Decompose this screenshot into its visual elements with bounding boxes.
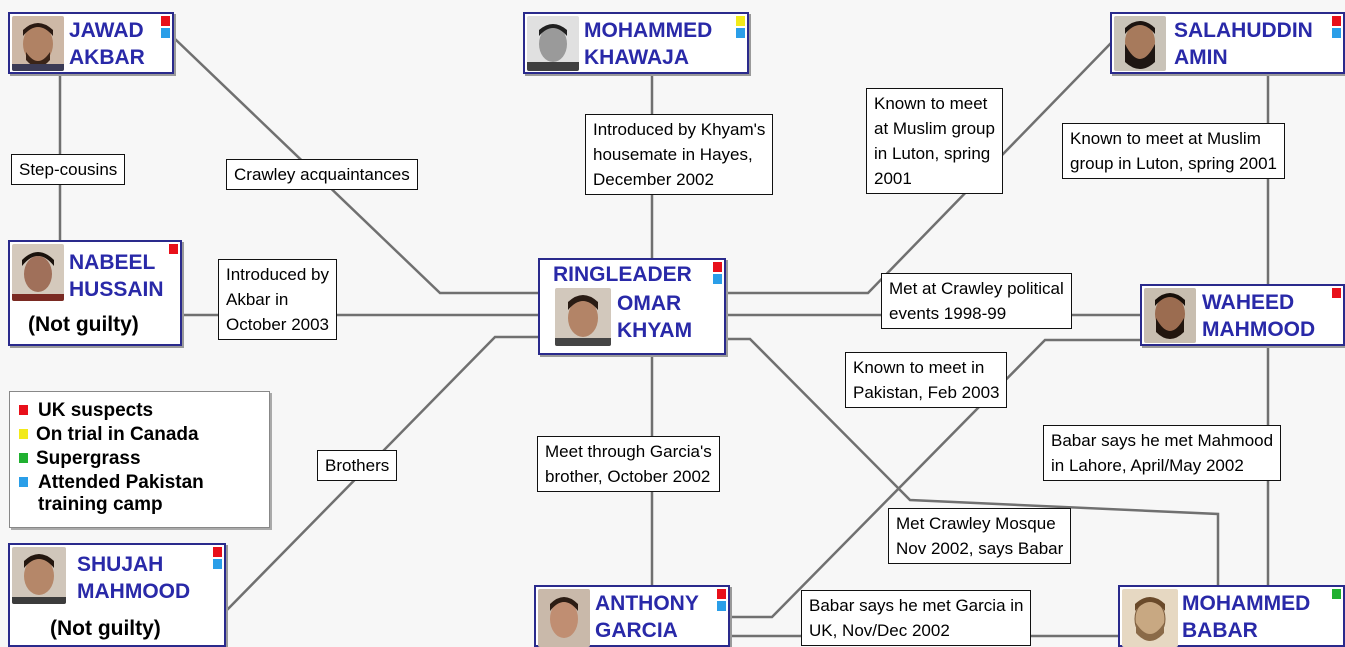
name-line1: MOHAMMED bbox=[1182, 592, 1311, 615]
link-akbar-introduced: Introduced by Akbar in October 2003 bbox=[218, 259, 338, 340]
link-crawley-acquaintances: Crawley acquaintances bbox=[226, 159, 418, 190]
person-waheed-mahmood[interactable]: WAHEED MAHMOOD bbox=[1140, 284, 1345, 346]
training-camp-marker bbox=[736, 28, 745, 38]
uk-suspect-marker bbox=[161, 16, 170, 26]
link-luton-amin-waheed: Known to meet at Muslim group in Luton, … bbox=[1062, 123, 1285, 179]
legend-uk-marker bbox=[19, 405, 28, 415]
photo-jawad-akbar bbox=[12, 16, 64, 71]
training-camp-marker bbox=[717, 601, 726, 611]
person-omar-khyam[interactable]: RINGLEADER OMAR KHYAM bbox=[538, 258, 726, 355]
link-crawley-political: Met at Crawley political events 1998-99 bbox=[881, 273, 1072, 329]
name-line2: AMIN bbox=[1174, 46, 1228, 69]
legend-supergrass-marker bbox=[19, 453, 28, 463]
photo-anthony-garcia bbox=[538, 589, 590, 647]
training-camp-marker bbox=[213, 559, 222, 569]
name-line1: SALAHUDDIN bbox=[1174, 19, 1313, 42]
photo-mohammed-babar bbox=[1122, 589, 1178, 647]
link-step-cousins: Step-cousins bbox=[11, 154, 126, 185]
name-line2: MAHMOOD bbox=[77, 580, 191, 603]
uk-suspect-marker bbox=[169, 244, 178, 254]
legend-training-marker bbox=[19, 477, 28, 487]
person-nabeel-hussain[interactable]: NABEEL HUSSAIN (Not guilty) bbox=[8, 240, 182, 346]
name-line1: MOHAMMED bbox=[584, 19, 713, 42]
name-line1: NABEEL bbox=[69, 251, 156, 274]
link-crawley-mosque: Met Crawley Mosque Nov 2002, says Babar bbox=[888, 508, 1072, 564]
link-garcia-brother: Meet through Garcia's brother, October 2… bbox=[537, 436, 720, 492]
name-line2: BABAR bbox=[1182, 619, 1258, 642]
person-salahuddin-amin[interactable]: SALAHUDDIN AMIN bbox=[1110, 12, 1345, 74]
name-line2: GARCIA bbox=[595, 619, 678, 642]
uk-suspect-marker bbox=[1332, 16, 1341, 26]
person-shujah-mahmood[interactable]: SHUJAH MAHMOOD (Not guilty) bbox=[8, 543, 226, 647]
verdict-status: (Not guilty) bbox=[28, 313, 139, 336]
legend-uk-label: UK suspects bbox=[38, 400, 154, 421]
link-khawaja-introduced: Introduced by Khyam's housemate in Hayes… bbox=[585, 114, 774, 195]
canada-trial-marker bbox=[736, 16, 745, 26]
legend-canada-label: On trial in Canada bbox=[36, 424, 199, 445]
photo-nabeel-hussain bbox=[12, 244, 64, 301]
name-line1: SHUJAH bbox=[77, 553, 164, 576]
uk-suspect-marker bbox=[713, 262, 722, 272]
training-camp-marker bbox=[1332, 28, 1341, 38]
legend-training-label-2: training camp bbox=[38, 494, 163, 515]
training-camp-marker bbox=[713, 274, 722, 284]
person-jawad-akbar[interactable]: JAWAD AKBAR bbox=[8, 12, 174, 74]
name-line1: OMAR bbox=[617, 292, 682, 315]
supergrass-marker bbox=[1332, 589, 1341, 599]
person-mohammed-babar[interactable]: MOHAMMED BABAR bbox=[1118, 585, 1345, 647]
legend: UK suspects On trial in Canada Supergras… bbox=[9, 391, 270, 528]
link-lahore-meeting: Babar says he met Mahmood in Lahore, Apr… bbox=[1043, 425, 1282, 481]
uk-suspect-marker bbox=[717, 589, 726, 599]
link-luton-amin-khyam: Known to meet at Muslim group in Luton, … bbox=[866, 88, 1003, 194]
legend-supergrass-label: Supergrass bbox=[36, 448, 141, 469]
training-camp-marker bbox=[161, 28, 170, 38]
photo-salahuddin-amin bbox=[1114, 16, 1166, 71]
name-line1: JAWAD bbox=[69, 19, 144, 42]
link-uk-meeting: Babar says he met Garcia in UK, Nov/Dec … bbox=[801, 590, 1032, 646]
person-anthony-garcia[interactable]: ANTHONY GARCIA bbox=[534, 585, 730, 647]
name-line2: MAHMOOD bbox=[1202, 318, 1316, 341]
photo-mohammed-khawaja bbox=[527, 16, 579, 71]
legend-training-label: Attended Pakistan bbox=[38, 472, 204, 493]
person-mohammed-khawaja[interactable]: MOHAMMED KHAWAJA bbox=[523, 12, 749, 74]
uk-suspect-marker bbox=[1332, 288, 1341, 298]
name-line2: AKBAR bbox=[69, 46, 145, 69]
name-line2: KHAWAJA bbox=[584, 46, 690, 69]
uk-suspect-marker bbox=[213, 547, 222, 557]
legend-canada-marker bbox=[19, 429, 28, 439]
name-line2: KHYAM bbox=[617, 319, 693, 342]
link-brothers: Brothers bbox=[317, 450, 398, 481]
name-line2: HUSSAIN bbox=[69, 278, 164, 301]
verdict-status: (Not guilty) bbox=[50, 617, 161, 640]
photo-shujah-mahmood bbox=[12, 547, 66, 604]
photo-waheed-mahmood bbox=[1144, 288, 1196, 343]
name-line1: ANTHONY bbox=[595, 592, 699, 615]
photo-omar-khyam bbox=[555, 288, 611, 346]
link-pakistan-meeting: Known to meet in Pakistan, Feb 2003 bbox=[845, 352, 1008, 408]
name-line1: WAHEED bbox=[1202, 291, 1295, 314]
role-label: RINGLEADER bbox=[553, 263, 692, 286]
